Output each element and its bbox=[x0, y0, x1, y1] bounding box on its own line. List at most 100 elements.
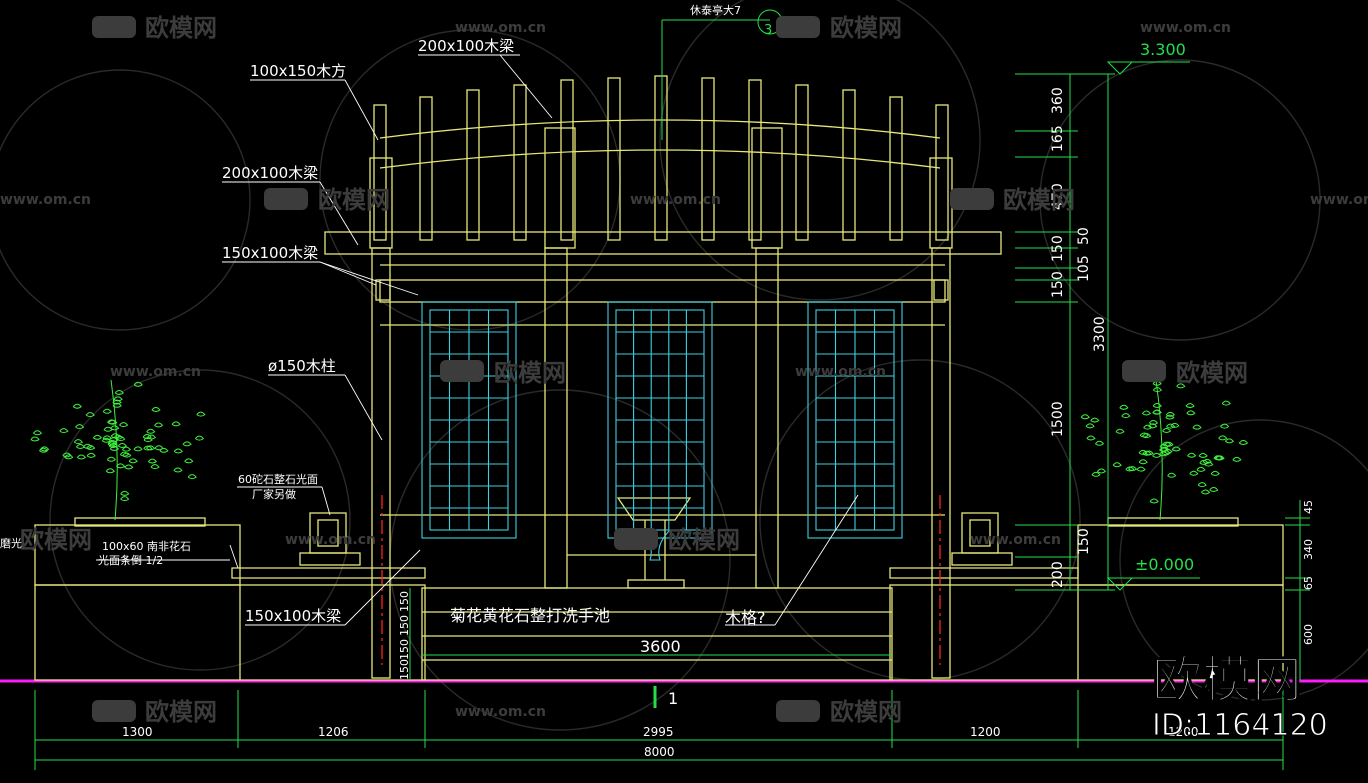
label-grille: 木格? bbox=[725, 608, 766, 627]
plant-leaf bbox=[159, 447, 169, 453]
plant-leaf bbox=[187, 474, 197, 480]
dim-r-2: 470 bbox=[1050, 183, 1066, 210]
watermark-logos bbox=[92, 16, 1166, 722]
plant-leaf bbox=[1224, 438, 1235, 444]
wm-url-8: www.om.cn bbox=[285, 532, 376, 548]
plant-leaf bbox=[101, 437, 112, 443]
plant-leaf bbox=[133, 446, 143, 452]
plant-leaf bbox=[117, 443, 128, 449]
dim-b-2: 2995 bbox=[643, 725, 674, 739]
plant-leaf bbox=[1238, 440, 1249, 446]
plant-leaf bbox=[92, 434, 103, 440]
leader-lines bbox=[96, 54, 859, 626]
dim-step-2: 150 bbox=[398, 639, 411, 660]
plant-leaf bbox=[1149, 498, 1159, 504]
plant-leaf bbox=[119, 451, 130, 457]
plant-leaf bbox=[1221, 400, 1231, 406]
dim-rr-1: 340 bbox=[1302, 539, 1315, 560]
watermarks: 欧模网 欧模网 欧模网 欧模网 欧模网 欧模网 欧模网 欧模网 欧模网 欧模网 bbox=[20, 14, 1248, 726]
wm-url-3: www.om.cn bbox=[0, 192, 91, 208]
plant-leaf bbox=[1152, 403, 1162, 409]
plant-leaf bbox=[1095, 440, 1105, 446]
plant-leaf bbox=[1138, 449, 1148, 455]
plant-leaf bbox=[106, 456, 116, 462]
plant-leaf bbox=[1080, 414, 1090, 420]
plant-leaf bbox=[40, 446, 50, 452]
plant-leaf bbox=[76, 454, 87, 460]
wm-url-7: www.om.cn bbox=[795, 364, 886, 380]
dim-r-1: 165 bbox=[1050, 125, 1066, 152]
wm-brand-1: 欧模网 bbox=[145, 14, 217, 42]
plant-leaf bbox=[105, 468, 115, 474]
plant-leaf bbox=[1162, 441, 1172, 447]
plant-leaf bbox=[121, 446, 132, 452]
wm-brand-4: 欧模网 bbox=[1003, 186, 1075, 214]
plant-leaf bbox=[1138, 459, 1148, 465]
plant-leaf bbox=[62, 452, 72, 458]
plant-leaf bbox=[120, 496, 130, 502]
wm-brand-8: 欧模网 bbox=[668, 526, 740, 554]
plant-leaf bbox=[59, 428, 69, 434]
plant-leaf bbox=[86, 445, 96, 451]
label-strip: 100x60 南非花石 bbox=[102, 540, 191, 553]
label-beam-low: 150x100木梁 bbox=[245, 607, 341, 625]
dim-r-0: 360 bbox=[1050, 87, 1066, 114]
plant-leaf bbox=[119, 422, 129, 428]
label-stone-top: 60砣石整石光面 bbox=[238, 472, 318, 486]
plant-leaf bbox=[120, 490, 130, 496]
plant-leaf bbox=[151, 406, 161, 412]
plant-leaf bbox=[143, 445, 153, 451]
plant-leaf bbox=[1220, 423, 1230, 429]
plant-leaf bbox=[1232, 456, 1242, 462]
dim-total: 8000 bbox=[644, 745, 675, 759]
dim-r-7: 3300 bbox=[1092, 316, 1108, 352]
plant-leaf bbox=[1201, 489, 1211, 495]
section-lines bbox=[381, 495, 941, 665]
label-basin: 菊花黄花石整打洗手池 bbox=[450, 606, 610, 625]
plant-leaf bbox=[109, 437, 119, 443]
plant-leaf bbox=[182, 441, 192, 447]
wm-url-2: www.om.cn bbox=[1140, 20, 1231, 36]
plant-leaf bbox=[1152, 387, 1163, 393]
plant-leaf bbox=[171, 421, 181, 427]
brand-stamp: 欧模网 ID:1164120 bbox=[1151, 650, 1328, 743]
plant-leaf bbox=[1090, 417, 1100, 423]
plant-leaf bbox=[1152, 452, 1162, 458]
label-elevation-top: 3.300 bbox=[1140, 40, 1186, 59]
plant-leaf bbox=[33, 430, 43, 436]
label-span: 3600 bbox=[640, 637, 681, 656]
plant-leaf bbox=[1167, 472, 1177, 478]
plant-leaf bbox=[1163, 448, 1173, 454]
plant-leaf bbox=[116, 436, 126, 442]
plant-leaf bbox=[1091, 471, 1101, 477]
plant-leaf bbox=[1112, 462, 1122, 468]
wm-url-5: www.om.cn bbox=[1310, 192, 1368, 208]
dim-b-1: 1206 bbox=[318, 725, 349, 739]
plant-leaf bbox=[1165, 414, 1175, 420]
plant-leaf bbox=[173, 448, 183, 454]
dim-rr-3: 600 bbox=[1302, 624, 1315, 645]
plant-leaf bbox=[173, 467, 183, 473]
plant-leaf bbox=[1187, 452, 1197, 458]
plant-leaf bbox=[1198, 452, 1208, 458]
plant-leaf bbox=[1210, 470, 1220, 476]
plant-leaf bbox=[1204, 461, 1214, 467]
plant-stem bbox=[1155, 379, 1163, 521]
label-elevation-zero: ±0.000 bbox=[1135, 555, 1194, 574]
dim-b-0: 1300 bbox=[122, 725, 153, 739]
plant-leaf bbox=[1159, 451, 1169, 457]
dim-step-3: 150 bbox=[398, 659, 411, 680]
wm-url-1: www.om.cn bbox=[455, 20, 546, 36]
plant-leaf bbox=[110, 425, 120, 431]
plant-leaf bbox=[64, 454, 74, 460]
dim-step-1: 150 bbox=[398, 615, 411, 636]
label-left-edge: 磨光 bbox=[0, 536, 22, 550]
dim-r-4: 150 bbox=[1050, 235, 1066, 262]
plant-leaf bbox=[1125, 466, 1135, 472]
wm-url-9: www.om.cn bbox=[970, 532, 1061, 548]
plant-leaf bbox=[1209, 487, 1219, 492]
label-beam-150: 150x100木梁 bbox=[222, 244, 318, 262]
plant-leaf bbox=[116, 463, 126, 469]
dim-b-3: 1200 bbox=[970, 725, 1001, 739]
